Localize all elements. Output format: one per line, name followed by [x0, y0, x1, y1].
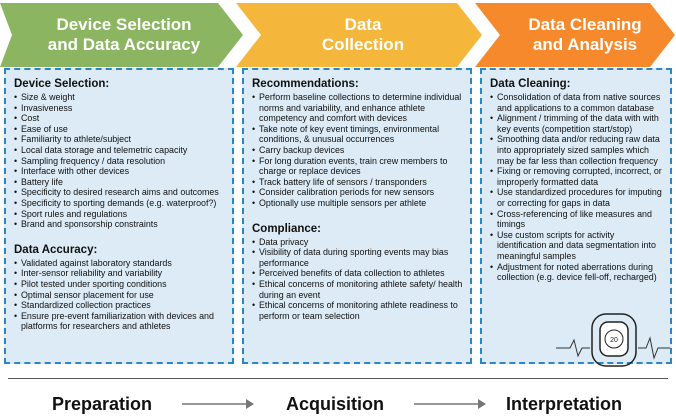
heading-compliance: Compliance: — [252, 222, 322, 235]
heading-recommendations: Recommendations: — [252, 78, 359, 90]
list-item: Cross-referencing of like measures and t… — [490, 209, 664, 230]
stage-label-preparation: Preparation — [52, 394, 153, 414]
list-item: Battery life — [14, 177, 226, 188]
smartwatch-icon: 20 — [556, 313, 670, 367]
panel-data-collection: Recommendations: Perform baseline collec… — [242, 68, 472, 364]
list-item: Brand and sponsorship constraints — [14, 219, 226, 230]
list-item: Carry backup devices — [252, 145, 464, 156]
list-item: Ease of use — [14, 124, 226, 135]
list-compliance: Data privacy Visibility of data during s… — [252, 237, 464, 322]
list-item: Inter-sensor reliability and variability — [14, 268, 226, 279]
chevron-data-collection — [236, 3, 482, 67]
list-item: Size & weight — [14, 92, 226, 103]
list-item: Interface with other devices — [14, 166, 226, 177]
list-device-selection: Size & weight Invasiveness Cost Ease of … — [14, 92, 226, 230]
heading-device-selection: Device Selection: — [14, 78, 110, 90]
watch-time-text: 20 — [610, 337, 618, 344]
list-item: Fixing or removing corrupted, incorrect,… — [490, 166, 664, 187]
list-item: Alignment / trimming of the data with wi… — [490, 113, 664, 134]
list-item: Pilot tested under sporting conditions — [14, 279, 226, 290]
list-item: Visibility of data during sporting event… — [252, 247, 464, 268]
list-item: Consider calibration periods for new sen… — [252, 187, 464, 198]
stage-title-line: Data — [344, 15, 382, 34]
list-item: Optimal sensor placement for use — [14, 290, 226, 301]
list-item: Use standardized procedures for imputing… — [490, 187, 664, 208]
heading-data-cleaning: Data Cleaning: — [490, 78, 571, 90]
stage-title-line: Collection — [321, 35, 405, 54]
stage-label-acquisition: Acquisition — [286, 394, 384, 414]
stage-title-line: Device Selection — [56, 15, 192, 34]
list-recommendations: Perform baseline collections to determin… — [252, 92, 464, 209]
list-item: Data privacy — [252, 237, 464, 248]
panel-device-selection: Device Selection: Size & weight Invasive… — [4, 68, 234, 364]
list-item: Smoothing data and/or reducing raw data … — [490, 134, 664, 166]
watch-face-icon — [599, 321, 629, 357]
watch-dial-icon — [604, 329, 624, 349]
stage-label-interpretation: Interpretation — [506, 394, 623, 414]
list-item: Specificity to desired research aims and… — [14, 187, 226, 198]
chevron-data-cleaning — [475, 3, 675, 67]
stage-title-line: Data Cleaning — [528, 15, 642, 34]
watch-strap-icon — [591, 313, 637, 367]
list-item: Ethical concerns of monitoring athlete s… — [252, 279, 464, 300]
list-item: Take note of key event timings, environm… — [252, 124, 464, 145]
list-item: Adjustment for noted aberrations during … — [490, 262, 664, 283]
list-item: Ethical concerns of monitoring athlete r… — [252, 300, 464, 321]
list-item: Perceived benefits of data collection to… — [252, 268, 464, 279]
list-item: Track battery life of sensors / transpon… — [252, 177, 464, 188]
list-item: Perform baseline collections to determin… — [252, 92, 464, 124]
list-item: Sport rules and regulations — [14, 209, 226, 220]
list-data-accuracy: Validated against laboratory standards I… — [14, 258, 226, 332]
list-item: Local data storage and telemetric capaci… — [14, 145, 226, 156]
list-item: Cost — [14, 113, 226, 124]
list-item: Invasiveness — [14, 103, 226, 114]
list-item: For long duration events, train crew mem… — [252, 156, 464, 177]
stage-title-line: and Data Accuracy — [47, 35, 201, 54]
arrow-right-icon — [414, 399, 486, 409]
stage-title-data-collection: Data Collection — [258, 7, 468, 63]
footer-divider — [8, 378, 668, 379]
arrow-right-icon — [182, 399, 254, 409]
heartbeat-line-icon — [556, 338, 590, 358]
stage-chevrons — [0, 3, 675, 67]
list-item: Familiarity to athlete/subject — [14, 134, 226, 145]
list-item: Standardized collection practices — [14, 300, 226, 311]
panel-data-cleaning: Data Cleaning: Consolidation of data fro… — [480, 68, 672, 364]
stage-title-device-selection: Device Selection and Data Accuracy — [14, 7, 234, 63]
list-data-cleaning: Consolidation of data from native source… — [490, 92, 664, 283]
list-item: Use custom scripts for activity identifi… — [490, 230, 664, 262]
chevron-device-selection — [0, 3, 243, 67]
list-item: Optionally use multiple sensors per athl… — [252, 198, 464, 209]
list-item: Consolidation of data from native source… — [490, 92, 664, 113]
list-item: Ensure pre-event familiarization with de… — [14, 311, 226, 332]
list-item: Validated against laboratory standards — [14, 258, 226, 269]
stage-title-line: and Analysis — [532, 35, 638, 54]
list-item: Specificity to sporting demands (e.g. wa… — [14, 198, 226, 209]
heartbeat-line-icon — [638, 336, 670, 360]
list-item: Sampling frequency / data resolution — [14, 156, 226, 167]
heading-data-accuracy: Data Accuracy: — [14, 243, 98, 256]
stage-title-data-cleaning: Data Cleaning and Analysis — [500, 7, 670, 63]
